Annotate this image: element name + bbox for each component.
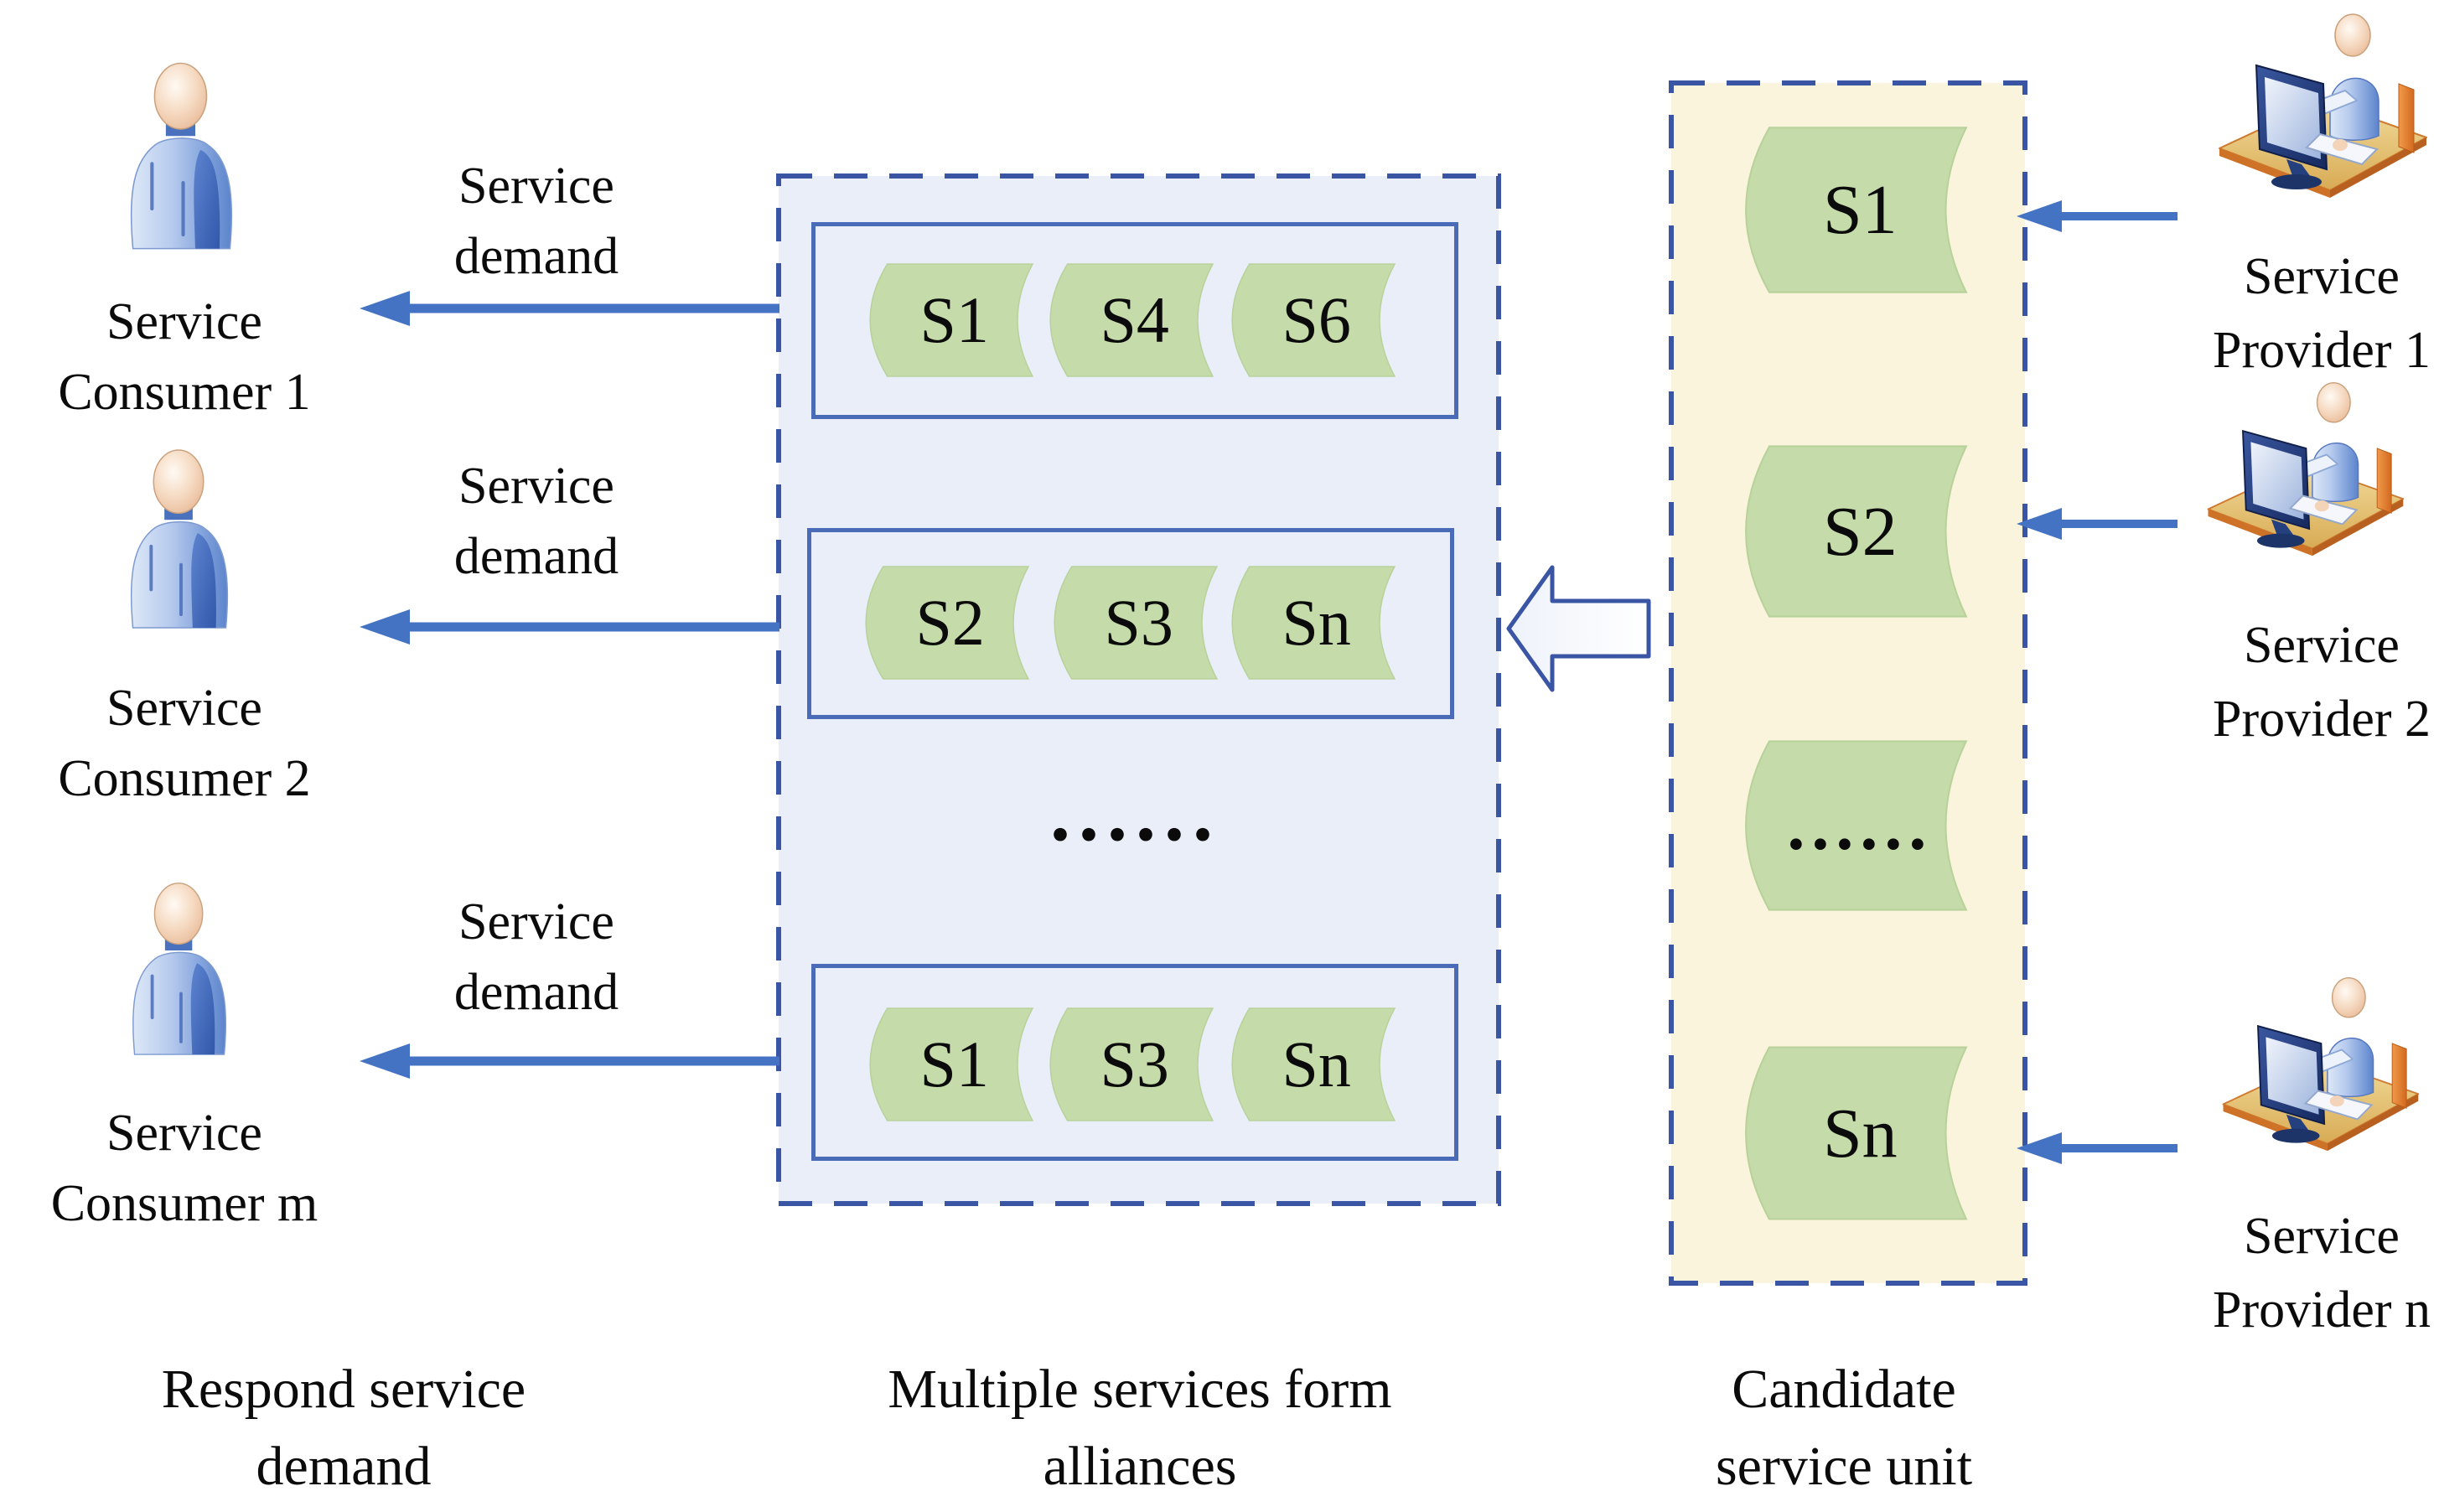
alliance-unit: S3	[1048, 564, 1220, 681]
service-demand-1-line2: demand	[453, 228, 619, 285]
caption-respond-line1: Respond service	[161, 1359, 526, 1420]
provider-supply-arrow-icon	[2013, 1130, 2181, 1167]
consumer-person-icon	[117, 447, 243, 629]
consumer-1-label-line2: Consumer 1	[58, 364, 311, 421]
service-unit-label: S1	[919, 1028, 989, 1100]
alliance-row-3-box	[811, 964, 1458, 1161]
service-unit-label: S6	[1282, 283, 1351, 356]
provider-1-label-line2: Provider 1	[2212, 322, 2431, 379]
caption-candidate-service-unit: Candidate service unit	[1551, 1351, 2137, 1505]
service-unit-label: S3	[1104, 586, 1173, 659]
consumer-m-label: Service Consumer m	[0, 1098, 369, 1239]
service-unit-label: S2	[1822, 492, 1898, 571]
alliance-unit: S1	[863, 261, 1035, 379]
alliance-unit: S3	[1043, 1006, 1215, 1123]
provider-2-label-line2: Provider 2	[2212, 691, 2431, 748]
consumer-2-label-line1: Service	[106, 680, 262, 737]
provider-workstation-icon	[2202, 375, 2407, 560]
alliance-ellipsis: ......	[1050, 768, 1221, 857]
service-unit-label: S1	[1822, 171, 1898, 249]
provider-workstation-icon	[2213, 10, 2431, 199]
consumer-1-label-line1: Service	[106, 293, 262, 350]
candidate-unit: S2	[1737, 443, 1970, 620]
caption-respond-line2: demand	[256, 1436, 432, 1497]
service-unit-label: S4	[1100, 283, 1169, 356]
candidate-unit: ......	[1737, 738, 1970, 914]
consumer-person-icon	[117, 880, 243, 1056]
provider-n-label-line2: Provider n	[2212, 1282, 2431, 1339]
caption-respond-service-demand: Respond service demand	[50, 1351, 637, 1505]
alliance-unit: Sn	[1225, 564, 1397, 681]
caption-candidate-line1: Candidate	[1732, 1359, 1956, 1420]
service-demand-2-line1: Service	[458, 458, 614, 515]
provider-2-label-line1: Service	[2244, 617, 2400, 674]
service-demand-label-3: Service demand	[352, 887, 721, 1028]
provider-supply-arrow-icon	[2013, 505, 2181, 542]
alliance-unit: S1	[863, 1006, 1035, 1123]
provider-supply-arrow-icon	[2013, 198, 2181, 235]
consumer-2-label-line2: Consumer 2	[58, 750, 311, 807]
alliance-unit: S2	[859, 564, 1031, 681]
alliance-unit: S6	[1225, 261, 1397, 379]
consumer-m-label-line2: Consumer m	[50, 1175, 318, 1232]
consumer-m-label-line1: Service	[106, 1105, 262, 1162]
alliance-row-1-box	[811, 222, 1458, 419]
service-demand-arrow-icon	[356, 608, 784, 646]
service-unit-label: S2	[915, 586, 985, 659]
service-demand-arrow-icon	[356, 1042, 784, 1080]
provider-n-label-line1: Service	[2244, 1208, 2400, 1265]
consumer-person-icon	[117, 59, 247, 251]
provider-n-label: Service Provider n	[2137, 1199, 2439, 1347]
candidate-unit: S1	[1737, 124, 1970, 296]
service-demand-label-2: Service demand	[352, 451, 721, 592]
service-unit-label: Sn	[1822, 1094, 1898, 1173]
block-arrow-left-icon	[1504, 562, 1655, 696]
provider-1-label: Service Provider 1	[2137, 240, 2439, 387]
service-demand-3-line1: Service	[458, 893, 614, 950]
service-demand-1-line1: Service	[458, 158, 614, 215]
alliance-row-2-box	[807, 528, 1454, 719]
provider-1-label-line1: Service	[2244, 248, 2400, 305]
consumer-2-label: Service Consumer 2	[0, 673, 369, 814]
caption-alliances-line1: Multiple services form	[888, 1359, 1392, 1420]
service-demand-label-1: Service demand	[352, 151, 721, 292]
provider-workstation-icon	[2217, 971, 2422, 1155]
service-unit-label: S3	[1100, 1028, 1169, 1100]
consumer-1-label: Service Consumer 1	[0, 287, 369, 427]
candidate-ellipsis: ......	[1787, 786, 1934, 865]
provider-2-label: Service Provider 2	[2137, 608, 2439, 756]
caption-multiple-services-form-alliances: Multiple services form alliances	[763, 1351, 1517, 1505]
service-demand-2-line2: demand	[453, 528, 619, 585]
alliance-unit: Sn	[1225, 1006, 1397, 1123]
candidate-unit: Sn	[1737, 1043, 1970, 1223]
caption-candidate-line2: service unit	[1715, 1436, 1973, 1497]
service-demand-arrow-icon	[356, 289, 784, 328]
service-unit-label: Sn	[1282, 1028, 1351, 1100]
caption-alliances-line2: alliances	[1043, 1436, 1237, 1497]
service-demand-3-line2: demand	[453, 964, 619, 1021]
alliance-unit: S4	[1043, 261, 1215, 379]
service-unit-label: S1	[919, 283, 989, 356]
service-unit-label: Sn	[1282, 586, 1351, 659]
